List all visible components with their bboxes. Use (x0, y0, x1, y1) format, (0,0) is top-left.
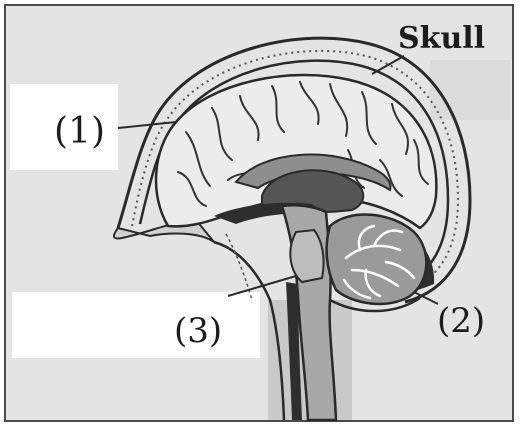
label-part-1: (1) (54, 114, 105, 150)
leader-line-skull (372, 56, 404, 74)
leader-line-1 (118, 122, 176, 128)
leader-line-3 (228, 276, 296, 296)
pons (290, 230, 323, 282)
cerebellum (327, 215, 427, 304)
label-part-2: (2) (437, 304, 485, 338)
paper-patch-bottom (12, 292, 260, 358)
paper-patch-right (430, 60, 510, 120)
skull-label: Skull (398, 24, 485, 54)
label-part-3: (3) (174, 314, 222, 348)
